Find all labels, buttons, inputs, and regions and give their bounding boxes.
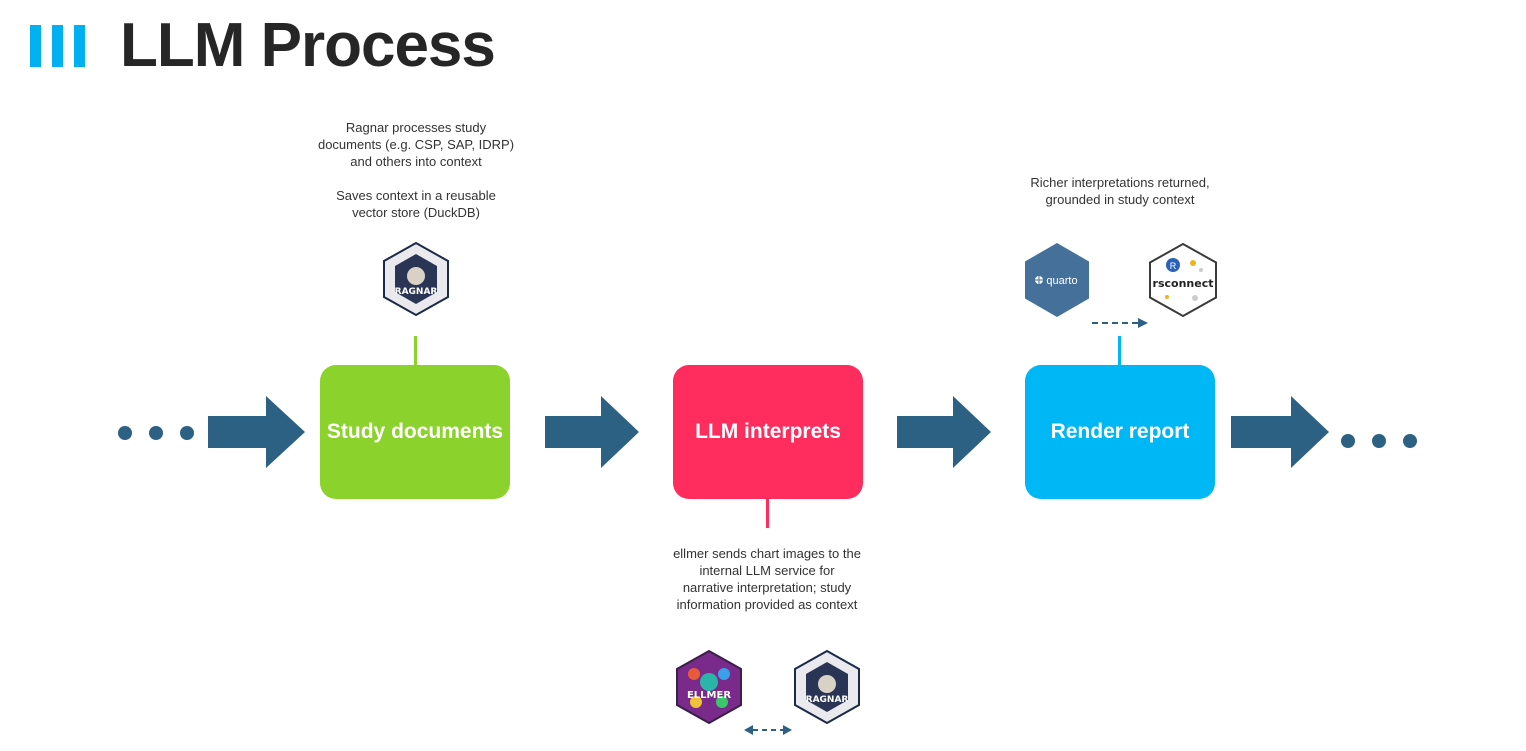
- ellmer-logo-text: ELLMER: [687, 690, 731, 701]
- page-title: LLM Process: [120, 11, 496, 80]
- ragnar-logo-icon: RAGNAR: [383, 242, 449, 316]
- rsconnect-logo-icon: R rsconnect: [1149, 243, 1217, 317]
- flow-arrow-2: [545, 396, 639, 468]
- ragnar-note: Ragnar processes study documents (e.g. C…: [317, 120, 515, 220]
- flow-arrow-1: [208, 396, 305, 468]
- llm-connector-line: [766, 499, 769, 528]
- study-connector-line: [414, 336, 417, 365]
- ragnar-logo-bottom-text: RAGNAR: [806, 695, 849, 705]
- render-connector-line: [1118, 336, 1121, 365]
- quarto-to-rsconnect-dashed-arrow: [1092, 318, 1148, 328]
- rsconnect-logo-text: rsconnect: [1153, 277, 1214, 290]
- ellmer-note: ellmer sends chart images to the interna…: [673, 546, 861, 612]
- study-documents-box: Study documents: [320, 365, 510, 499]
- llm-interprets-label: LLM interprets: [695, 420, 841, 443]
- quarto-logo-icon: quarto: [1025, 243, 1089, 317]
- leading-ellipsis-dots: [118, 426, 194, 440]
- quarto-logo-text: quarto: [1046, 275, 1077, 287]
- trailing-ellipsis-dots: [1341, 434, 1417, 448]
- ragnar-logo-bottom-icon: RAGNAR: [794, 650, 860, 724]
- ellmer-ragnar-dashed-arrow: [744, 725, 792, 735]
- flow-arrow-3: [897, 396, 991, 468]
- flow-arrow-4: [1231, 396, 1329, 468]
- render-report-label: Render report: [1050, 420, 1190, 443]
- study-documents-label: Study documents: [326, 420, 504, 443]
- ragnar-logo-text: RAGNAR: [395, 287, 438, 297]
- render-note: Richer interpretations returned, grounde…: [1030, 175, 1210, 207]
- llm-interprets-box: LLM interprets: [673, 365, 863, 499]
- render-report-box: Render report: [1025, 365, 1215, 499]
- title-accent-bars: [30, 25, 85, 67]
- svg-text:R: R: [1170, 261, 1177, 271]
- ellmer-logo-icon: ELLMER: [676, 650, 742, 724]
